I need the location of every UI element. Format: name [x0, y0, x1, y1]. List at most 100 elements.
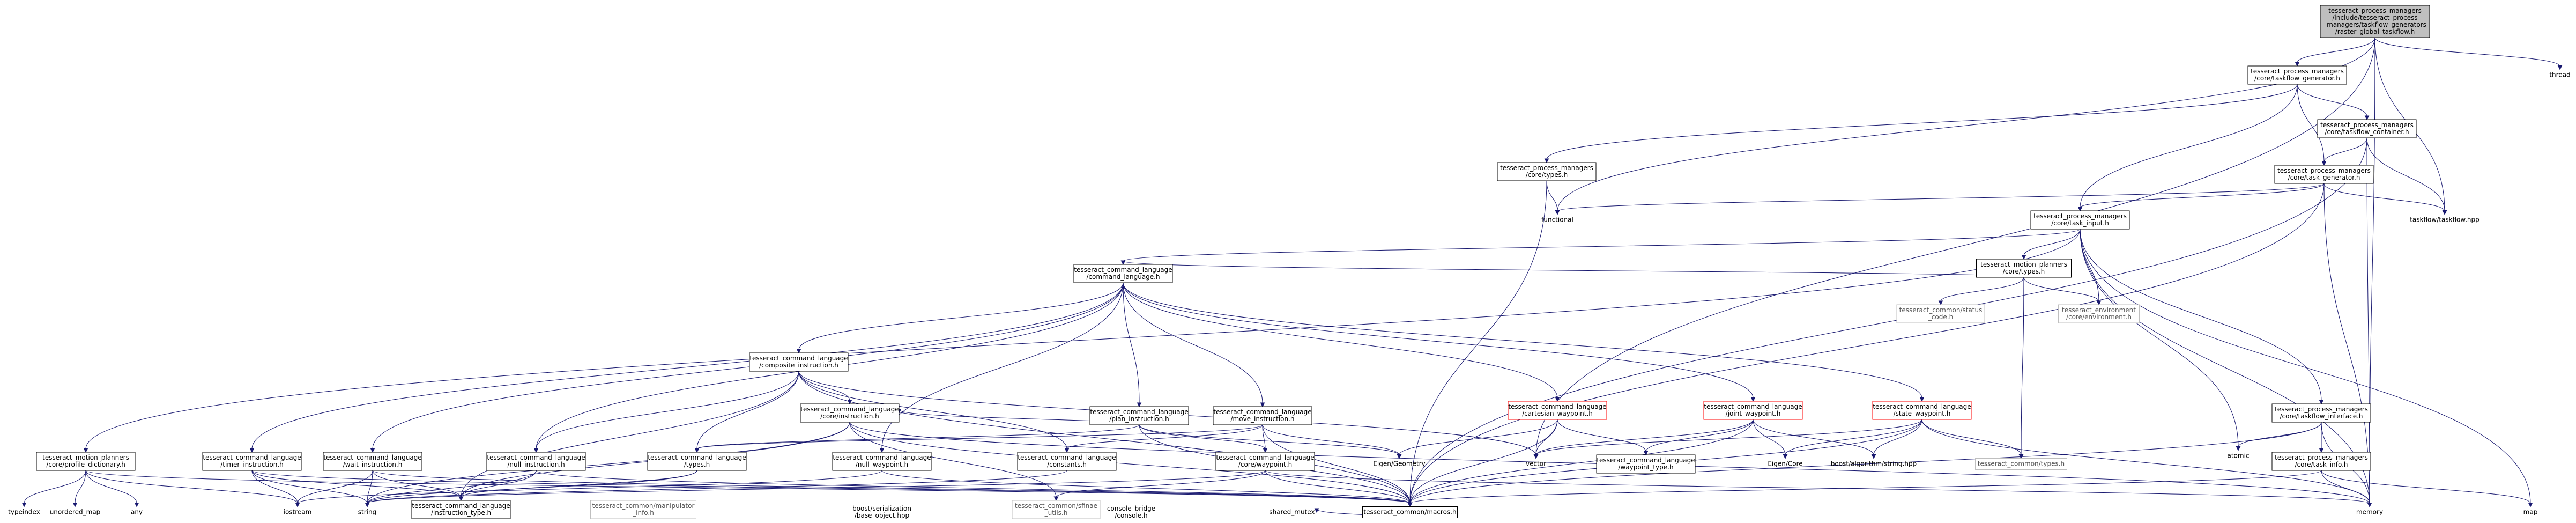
node-sfinae[interactable]: tesseract_common/sfinae_utils.h: [1012, 500, 1101, 519]
node-statuscode[interactable]: tesseract_common/status_code.h: [1896, 304, 1985, 323]
node-eigencore: Eigen/Core: [1768, 460, 1802, 468]
edge-cmdlang-to-null_wp: [881, 282, 1124, 450]
node-label: tesseract_motion_planners: [1980, 261, 2067, 268]
node-box: [2247, 65, 2347, 85]
edge-tfcont-to-taskgen: [2323, 137, 2367, 163]
node-label: tesseract_command_language: [1704, 403, 1802, 410]
node-box: [1017, 452, 1117, 471]
arrowhead: [2096, 300, 2102, 306]
node-null_wp[interactable]: tesseract_command_language/null_waypoint…: [832, 452, 932, 471]
node-label: _managers/taskflow_generators: [2323, 21, 2426, 28]
edge-tfiface-to-macros: [1409, 422, 2322, 504]
edge-null_inst-to-insttype: [461, 470, 537, 498]
node-mp_types[interactable]: tesseract_motion_planners/core/types.h: [1976, 259, 2072, 278]
node-atomic: atomic: [2227, 452, 2249, 460]
node-label: tesseract_environment: [2062, 306, 2136, 314]
arrowhead: [2319, 400, 2324, 405]
node-box: [1215, 452, 1315, 471]
node-box: [1213, 406, 1312, 425]
node-label: /core/waypoint.h: [1238, 461, 1292, 468]
node-taskinput[interactable]: tesseract_process_managers/core/task_inp…: [2030, 210, 2130, 230]
arrowhead: [1064, 448, 1070, 453]
edge-joint-to-eigencore: [1753, 419, 1786, 455]
node-label: tesseract_command_language: [1018, 454, 1116, 461]
node-move[interactable]: tesseract_command_language/move_instruct…: [1213, 406, 1312, 425]
edge-move-to-eigengeo: [1262, 424, 1400, 455]
node-label: tesseract_command_language: [323, 454, 421, 461]
node-label: map: [2523, 509, 2538, 516]
node-label: tesseract_command_language: [1508, 403, 1606, 410]
node-plan[interactable]: tesseract_command_language/plan_instruct…: [1089, 406, 1189, 425]
node-manipinfo[interactable]: tesseract_common/manipulator_info.h: [590, 500, 696, 519]
edge-taskgen-to-macros: [1409, 183, 2325, 504]
node-tfcont[interactable]: tesseract_process_managers/core/taskflow…: [2317, 119, 2417, 138]
node-box: [1703, 401, 1803, 420]
node-cl_types[interactable]: tesseract_command_language/types.h: [647, 452, 747, 471]
node-env[interactable]: tesseract_environment/core/environment.h: [2058, 304, 2140, 323]
node-coreinst[interactable]: tesseract_command_language/core/instruct…: [800, 403, 900, 423]
edge-composite-to-insttype: [461, 371, 799, 498]
node-wait[interactable]: tesseract_command_language/wait_instruct…: [323, 452, 422, 471]
node-memory: memory: [2356, 509, 2383, 516]
node-corewp[interactable]: tesseract_command_language/core/waypoint…: [1215, 452, 1315, 471]
edge-taskinput-to-env: [2080, 229, 2099, 302]
node-box: [800, 403, 900, 423]
edge-timer-to-insttype: [251, 470, 462, 498]
edges-layer: [21, 37, 2563, 518]
node-null_inst[interactable]: tesseract_command_language/null_instruct…: [486, 452, 586, 471]
edge-profile-to-unordered: [75, 470, 86, 504]
node-tfiface[interactable]: tesseract_process_managers/core/taskflow…: [2271, 403, 2371, 423]
node-label: /core/environment.h: [2066, 313, 2132, 321]
node-wptype[interactable]: tesseract_command_language/waypoint_type…: [1596, 454, 1696, 474]
node-label: tesseract_process_managers: [1500, 164, 1593, 172]
node-box: [749, 352, 849, 372]
node-profile[interactable]: tesseract_motion_planners/core/profile_d…: [36, 452, 136, 471]
node-label: /cartesian_waypoint.h: [1522, 410, 1593, 417]
node-box: [1896, 304, 1985, 323]
edge-profile-to-macros: [85, 470, 1411, 504]
arrowhead: [1120, 260, 1126, 266]
arrowhead: [879, 448, 885, 453]
edge-cmdlang-to-joint: [1123, 282, 1754, 399]
edge-tfgen-to-tfcont: [2297, 84, 2367, 117]
node-state[interactable]: tesseract_command_language/state_waypoin…: [1872, 401, 1972, 420]
arrowhead: [1555, 397, 1560, 402]
edge-cmdlang-to-timer: [251, 282, 1124, 450]
node-composite[interactable]: tesseract_command_language/composite_ins…: [749, 352, 849, 372]
node-types_pm[interactable]: tesseract_process_managers/core/types.h: [1497, 162, 1597, 181]
edge-state-to-memory: [1921, 419, 2370, 504]
edge-wait-to-insttype: [372, 470, 462, 498]
edge-taskgen-to-memory: [2323, 183, 2370, 504]
node-label: tesseract_command_language: [833, 454, 931, 461]
edge-move-to-macros: [1262, 424, 1411, 504]
node-ctypes[interactable]: tesseract_common/types.h: [1975, 458, 2067, 470]
node-timer[interactable]: tesseract_command_language/timer_instruc…: [202, 452, 302, 471]
node-label: /base_object.hpp: [855, 512, 909, 519]
node-insttype[interactable]: tesseract_command_language/instruction_t…: [411, 500, 511, 519]
edge-null_inst-to-string: [367, 470, 537, 504]
node-macros[interactable]: tesseract_common/macros.h: [1362, 506, 1458, 518]
node-box: [1508, 401, 1607, 420]
node-joint[interactable]: tesseract_command_language/joint_waypoin…: [1703, 401, 1803, 420]
node-label: tesseract_command_language: [1074, 266, 1172, 274]
node-label: memory: [2356, 509, 2383, 516]
arrowhead: [370, 448, 375, 453]
node-box: [1012, 500, 1101, 519]
arrowhead: [2321, 161, 2327, 166]
node-cartesian[interactable]: tesseract_command_language/cartesian_way…: [1508, 401, 1607, 420]
edge-plan-to-cl_types: [696, 424, 1140, 450]
nodes-layer: tesseract_process_managers/include/tesse…: [8, 5, 2571, 519]
node-constants[interactable]: tesseract_command_language/constants.h: [1017, 452, 1117, 471]
node-tfgen[interactable]: tesseract_process_managers/core/taskflow…: [2247, 65, 2347, 85]
node-cmdlang[interactable]: tesseract_command_language/command_langu…: [1073, 264, 1173, 283]
arrowhead: [249, 448, 255, 453]
arrowhead: [458, 496, 464, 502]
node-root[interactable]: tesseract_process_managers/include/tesse…: [2320, 5, 2430, 38]
node-taskgen[interactable]: tesseract_process_managers/core/task_gen…: [2274, 165, 2374, 184]
arrowhead: [2077, 207, 2083, 212]
node-label: tesseract_common/types.h: [1978, 460, 2065, 468]
node-label: tesseract_command_language: [1090, 408, 1188, 416]
edge-composite-to-coreinst: [798, 371, 850, 401]
node-taskinfo[interactable]: tesseract_process_managers/core/task_inf…: [2271, 452, 2371, 471]
